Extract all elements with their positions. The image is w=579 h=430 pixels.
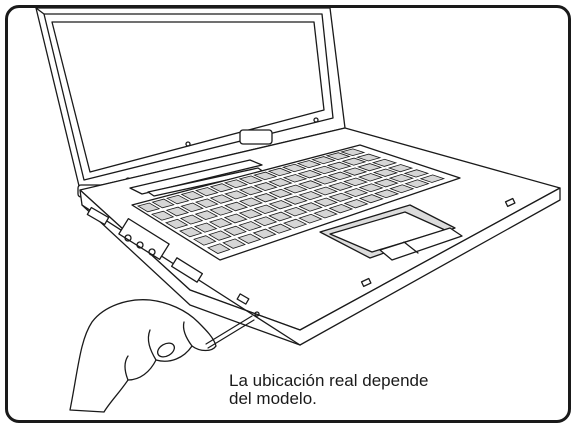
keyboard-key [282,218,308,229]
keyboard-key [297,169,323,179]
laptop-screen-lid [35,7,346,198]
keyboard-key [194,210,219,221]
keyboard-key [327,171,353,181]
keyboard-key [208,218,233,228]
keyboard-key [283,184,308,194]
keyboard-key [222,238,246,249]
keyboard-key [328,192,354,202]
keyboard-key [419,174,446,183]
keyboard-key [238,209,263,219]
keyboard-key [358,183,384,193]
caption-line-2: del modelo. [229,389,317,408]
keyboard-key [253,182,278,192]
keyboard-key [209,183,234,193]
keyboard-key [238,186,264,196]
keyboard-key [267,167,293,177]
keyboard-key [342,167,368,176]
keyboard-key [224,179,249,189]
keyboard-key [136,202,161,213]
keyboard-key [165,218,189,229]
keyboard-key [313,186,338,196]
keyboard-key [282,174,308,183]
keyboard-key [268,200,293,210]
keyboard-key [343,199,369,209]
keyboard-key [374,189,400,199]
keyboard-key [387,164,414,173]
keyboard-key [268,211,293,222]
keyboard-key [209,206,234,216]
keyboard-key [268,178,293,187]
keyboard-key [358,194,384,204]
keyboard-key [298,191,323,201]
keyboard-key [298,202,323,212]
keyboard-key [313,208,338,219]
caption-line-1: La ubicación real depende [229,371,429,390]
keyboard-key [328,182,354,191]
keyboard-key [165,206,190,217]
keyboard-key [298,180,323,190]
keyboard-key [325,152,351,161]
hand-illustration [69,299,217,413]
keyboard-key [253,193,278,203]
keyboard-key [180,202,204,213]
keyboard-key [313,197,339,207]
keyboard-key [372,168,399,177]
keyboard-key [151,198,175,209]
keyboard-key [311,156,337,165]
figure-caption: La ubicación real depende del modelo. [229,372,529,408]
keyboard-key [223,213,248,224]
keyboard-key [238,175,263,185]
keyboard-key [209,194,234,204]
keyboard-key [296,160,322,169]
keyboard-key [267,223,292,234]
keyboard-key [253,216,278,227]
keyboard-key [166,194,190,205]
keyboard-key [283,206,308,217]
keyboard-key [355,153,382,162]
keyboard-keys [136,148,446,254]
keyboard-key [283,195,308,205]
keyboard-key [224,201,249,212]
keyboard-key [312,175,338,185]
keyboard-key [389,184,415,194]
keyboard-key [373,178,399,188]
paperclip-tool [205,315,255,349]
keyboard-key [341,157,367,166]
keyboard-key [340,148,366,157]
keyboard-key [268,188,293,198]
keyboard-key [180,190,205,201]
keyboard-key [208,230,232,241]
keyboard-key [388,173,414,183]
keyboard-key [238,221,263,232]
keyboard-key [371,158,398,167]
keyboard-key [150,210,175,221]
keyboard-key [404,179,430,189]
keyboard-key [343,177,369,187]
keyboard-key [179,227,203,238]
keyboard-key [194,187,219,197]
keyboard-key [298,213,323,224]
keyboard-key [223,225,247,236]
keyboard-key [237,233,262,244]
keyboard-key [179,214,204,225]
keyboard-key [312,165,337,175]
keyboard-key [207,243,231,254]
keyboard-key [224,190,249,200]
keyboard-key [357,163,383,172]
keyboard-key [326,161,352,170]
keyboard-key [403,169,430,178]
keyboard-key [328,203,354,214]
keyboard-key [282,163,307,173]
keyboard-key [252,228,277,239]
keyboard-key [343,188,369,198]
keyboard-key [253,204,278,215]
keyboard-key [253,171,278,181]
keyboard-key [194,198,219,208]
keyboard-key [193,222,218,233]
keyboard-key [193,235,217,246]
keyboard-key [357,173,384,182]
keyboard-key [238,197,264,207]
